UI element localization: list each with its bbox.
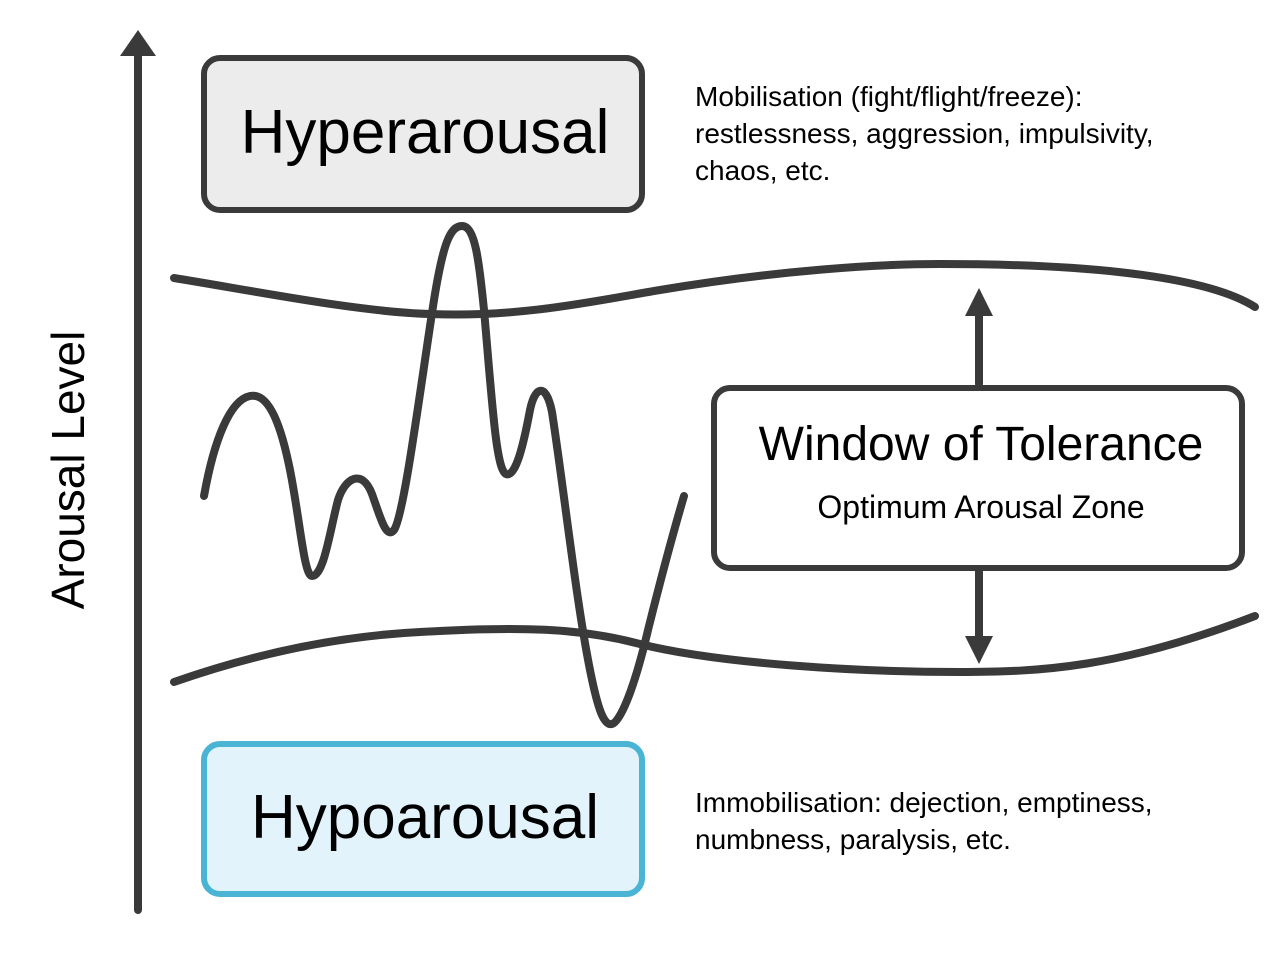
- window-subtitle: Optimum Arousal Zone: [817, 489, 1144, 525]
- window-of-tolerance-box: Window of Tolerance Optimum Arousal Zone: [711, 385, 1245, 571]
- arrow-up-icon: [120, 30, 156, 56]
- hyperarousal-description-line: chaos, etc.: [695, 155, 830, 186]
- hypoarousal-description-line: numbness, paralysis, etc.: [695, 824, 1011, 855]
- hyperarousal-description-line: Mobilisation (fight/flight/freeze):: [695, 81, 1083, 112]
- arrow-down-icon: [965, 636, 993, 664]
- hyperarousal-title: Hyperarousal: [241, 98, 610, 167]
- arrow-up-icon: [965, 288, 993, 316]
- upper-threshold-line: [170, 260, 1259, 319]
- window-arrows: [965, 288, 993, 664]
- hyperarousal-description-line: restlessness, aggression, impulsivity,: [695, 118, 1154, 149]
- arousal-axis: [120, 30, 156, 914]
- arousal-wave: [200, 222, 688, 729]
- hypoarousal-box: Hypoarousal: [201, 741, 645, 897]
- hypoarousal-title: Hypoarousal: [251, 783, 599, 852]
- hyperarousal-description: Mobilisation (fight/flight/freeze): rest…: [695, 81, 1154, 186]
- window-title: Window of Tolerance: [759, 418, 1204, 471]
- axis-label: Arousal Level: [42, 331, 94, 610]
- hyperarousal-box: Hyperarousal: [201, 55, 645, 213]
- hypoarousal-description: Immobilisation: dejection, emptiness, nu…: [695, 787, 1153, 855]
- hypoarousal-description-line: Immobilisation: dejection, emptiness,: [695, 787, 1153, 818]
- lower-threshold-line: [170, 612, 1259, 686]
